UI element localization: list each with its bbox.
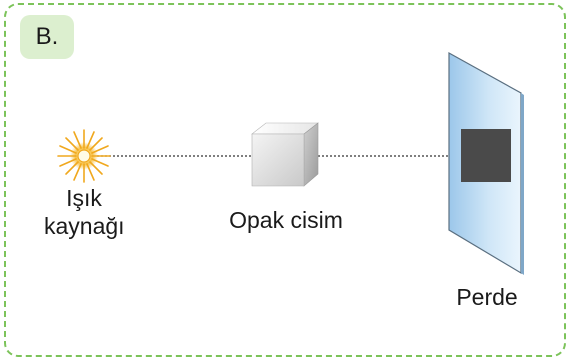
shadow-on-screen	[461, 129, 511, 182]
screen-label: Perde	[456, 284, 518, 310]
section-badge-label: B.	[35, 23, 59, 50]
cube-icon	[251, 122, 319, 187]
light-source-label-line2: kaynağı	[44, 213, 125, 239]
sun-burst-icon	[57, 129, 111, 183]
light-source-label: Işık kaynağı	[44, 184, 125, 240]
section-badge: B.	[20, 15, 74, 59]
opaque-object-label: Opak cisim	[229, 207, 343, 233]
light-source-label-line1: Işık	[66, 185, 102, 211]
